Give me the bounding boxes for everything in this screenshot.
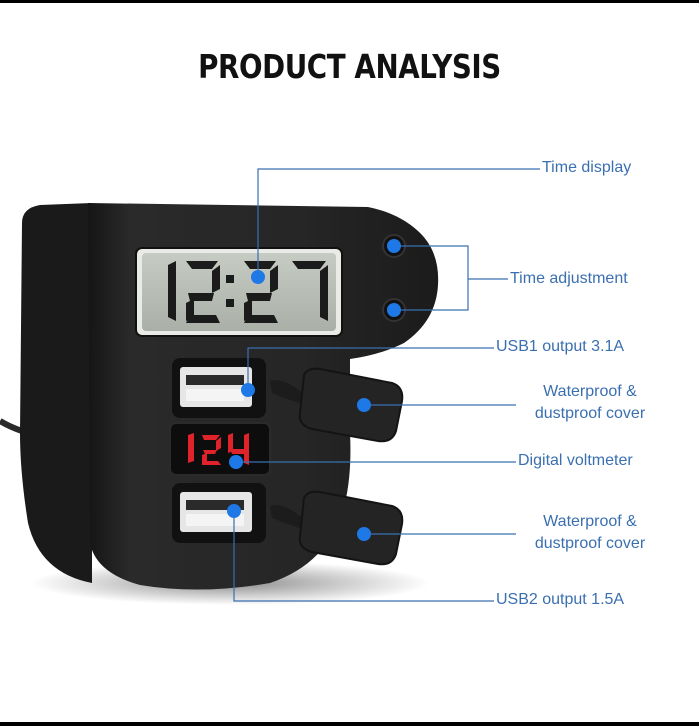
cover1-strap <box>270 380 306 405</box>
label-usb1-output: USB1 output 3.1A <box>496 338 625 355</box>
cover2-strap <box>270 505 306 530</box>
label-time-adjustment: Time adjustment <box>510 270 628 287</box>
line-usb2 <box>233 511 494 602</box>
line-usb1 <box>247 347 494 389</box>
usb1-contacts <box>186 375 244 385</box>
label-time-display: Time display <box>542 159 632 176</box>
page-title: PRODUCT ANALYSIS <box>198 47 501 86</box>
power-cable <box>0 418 23 434</box>
marker-time-display <box>251 270 265 284</box>
line-time-display <box>257 168 540 277</box>
product-diagram <box>0 168 540 605</box>
marker-set-button <box>387 239 401 253</box>
product-panel: PRODUCT ANALYSIS <box>0 3 699 722</box>
marker-voltmeter <box>229 455 243 469</box>
marker-cover2 <box>357 527 371 541</box>
line-time-adjust-bracket <box>396 245 469 311</box>
callout-lines <box>233 168 540 602</box>
voltmeter-digits <box>188 433 249 465</box>
marker-reset-button <box>387 303 401 317</box>
callout-markers <box>227 239 401 541</box>
marker-usb2 <box>227 504 241 518</box>
device-side <box>20 203 92 583</box>
usb2-contacts <box>186 500 244 510</box>
usb1-tongue <box>186 389 244 401</box>
cover1 <box>298 367 404 443</box>
lcd-digits <box>168 261 328 323</box>
marker-usb1 <box>241 383 255 397</box>
cover2 <box>298 490 404 566</box>
label-waterproof-cover-2: Waterproof & dustproof cover <box>534 513 646 552</box>
label-waterproof-cover-1: Waterproof & dustproof cover <box>534 383 646 422</box>
label-usb2-output: USB2 output 1.5A <box>496 591 625 608</box>
label-digital-voltmeter: Digital voltmeter <box>518 452 633 469</box>
marker-cover1 <box>357 398 371 412</box>
voltmeter-housing <box>169 422 271 476</box>
usb2-tongue <box>186 514 244 526</box>
